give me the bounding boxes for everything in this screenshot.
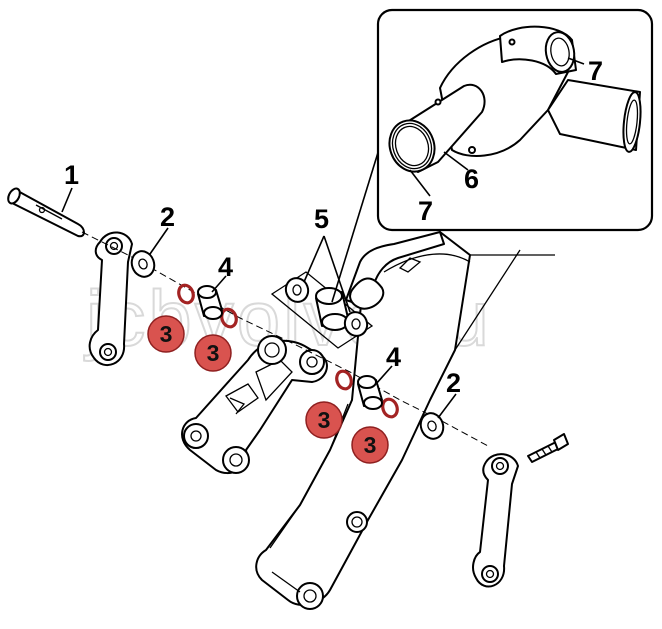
- link-top-hole-2: [299, 349, 325, 375]
- thrust-washer-left: [130, 250, 156, 278]
- link-bottom-hole: [222, 446, 250, 474]
- callout-bush-left: 4: [218, 252, 233, 282]
- tipping-link: [181, 335, 328, 475]
- boom-pivot-hole: [296, 582, 324, 610]
- spacer-group: [270, 271, 374, 349]
- seal-ring-4: [381, 397, 399, 419]
- bush-right: [357, 375, 383, 410]
- svg-text:3: 3: [160, 321, 173, 347]
- callout-inset-seal-bottom: 7: [418, 196, 433, 226]
- badge-seal-c: 3: [305, 401, 343, 439]
- badge-seal-d: 3: [351, 426, 389, 464]
- seal-ring-3: [335, 369, 353, 391]
- svg-text:3: 3: [207, 340, 220, 366]
- right-side-link: [472, 453, 519, 588]
- boom-lower-hole: [346, 511, 368, 533]
- thrust-washer-right: [419, 412, 445, 440]
- callout-inset-seal-top: 7: [588, 56, 603, 86]
- left-side-link: [88, 231, 133, 366]
- svg-text:3: 3: [318, 407, 331, 433]
- inset-detail: [376, 8, 654, 232]
- callout-spacer-group: 5: [314, 204, 329, 234]
- ram-rod: [345, 231, 445, 310]
- callout-washer-right: 2: [446, 368, 461, 398]
- bush-left: [197, 285, 223, 320]
- seal-ring-1: [177, 283, 195, 305]
- callout-washer-left: 2: [160, 202, 175, 232]
- seal-ring-2: [220, 307, 238, 329]
- callout-inset-bush: 6: [464, 164, 479, 194]
- badge-seal-a: 3: [147, 315, 185, 353]
- link-top-hole: [257, 335, 287, 365]
- retaining-bolt: [527, 433, 569, 463]
- pivot-pin: [7, 187, 85, 238]
- callout-bush-right: 4: [386, 342, 401, 372]
- callout-pin: 1: [64, 160, 79, 190]
- svg-text:3: 3: [364, 432, 377, 458]
- badge-seal-b: 3: [194, 334, 232, 372]
